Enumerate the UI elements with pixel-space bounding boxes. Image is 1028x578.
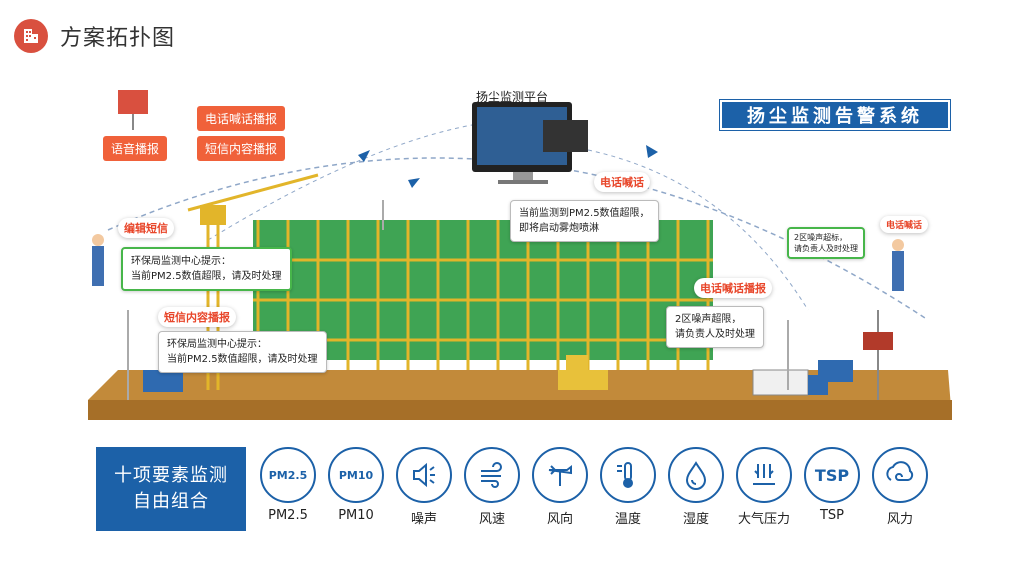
phone-call-broadcast-tag: 电话喊话播报 (694, 278, 772, 298)
bottom-title-line2: 自由组合 (133, 491, 209, 512)
sensor-label: 湿度 (682, 512, 709, 527)
phone-call-right-tag: 电话喊话 (880, 216, 929, 233)
pressure-icon (736, 447, 792, 503)
voice-broadcast-label: 语音播报 (103, 136, 168, 161)
sensor-label: 大气压力 (737, 512, 790, 527)
small-noise-line1: 2区噪声超标， (794, 233, 848, 242)
sensor-label: 风速 (478, 512, 505, 527)
center-message-line1: 当前监测到PM2.5数值超限， (519, 208, 650, 219)
construction-site-illustration (88, 90, 952, 420)
edit-sms-tag: 编辑短信 (118, 218, 174, 238)
sensor-icon-text: TSP (814, 465, 850, 485)
center-message-bubble: 当前监测到PM2.5数值超限， 即将启动雾炮喷淋 (510, 200, 659, 242)
small-noise-bubble: 2区噪声超标， 请负责人及时处理 (787, 227, 865, 259)
temperature-icon (600, 447, 656, 503)
sensor-humidity: 湿度 (666, 447, 726, 527)
epb-message-bubble: 环保局监测中心提示： 当前PM2.5数值超限，请及时处理 (121, 247, 292, 291)
page-title: 方案拓扑图 (60, 26, 176, 51)
building-icon (14, 19, 48, 53)
noise-message-bubble: 2区噪声超限， 请负责人及时处理 (666, 306, 764, 348)
humidity-icon (668, 447, 724, 503)
noise-icon (396, 447, 452, 503)
sensor-wind-direction: 风向 (530, 447, 590, 527)
phone-broadcast-label: 电话喊话播报 (197, 106, 286, 131)
noise-message-line2: 请负责人及时处理 (675, 329, 755, 340)
platform-label: 扬尘监测平台 (476, 90, 549, 104)
noise-message-line1: 2区噪声超限， (675, 314, 742, 325)
sms-broadcast-label: 短信内容播报 (197, 136, 286, 161)
phone-call-tag: 电话喊话 (594, 172, 650, 192)
wind-direction-icon (532, 447, 588, 503)
header: 方案拓扑图 (14, 18, 175, 54)
sensor-label: 风力 (886, 512, 913, 527)
sensor-icon-text: PM10 (338, 468, 374, 482)
sensor-tsp: TSP TSP (802, 447, 862, 523)
epb-message-line1: 环保局监测中心提示： (131, 256, 231, 267)
sms-content-broadcast-tag: 短信内容播报 (158, 307, 236, 327)
sensor-label: 噪声 (410, 512, 437, 527)
epb-message-line2: 当前PM2.5数值超限，请及时处理 (131, 271, 282, 282)
center-message-line2: 即将启动雾炮喷淋 (519, 223, 599, 234)
epb-message-bubble-2: 环保局监测中心提示： 当前PM2.5数值超限，请及时处理 (158, 331, 327, 373)
system-title: 扬尘监测告警系统 (720, 100, 950, 130)
sensor-wind-speed: 风速 (462, 447, 522, 527)
sensor-label: TSP (819, 508, 845, 523)
sensor-temperature: 温度 (598, 447, 658, 527)
pm10-icon: PM10 (328, 447, 384, 503)
wind-force-icon (872, 447, 928, 503)
small-noise-line2: 请负责人及时处理 (794, 244, 858, 253)
tsp-icon: TSP (804, 447, 860, 503)
sensor-label: 风向 (546, 512, 573, 527)
sensor-wind-force: 风力 (870, 447, 930, 527)
epb2-message-line2: 当前PM2.5数值超限，请及时处理 (167, 354, 318, 365)
pm25-icon: PM2.5 (260, 447, 316, 503)
sensor-label: PM10 (338, 508, 374, 523)
bottom-title-line1: 十项要素监测 (114, 465, 228, 486)
wind-speed-icon (464, 447, 520, 503)
sensor-label: 温度 (614, 512, 641, 527)
epb2-message-line1: 环保局监测中心提示： (167, 339, 267, 350)
sensor-icon-text: PM2.5 (268, 468, 308, 482)
bottom-title: 十项要素监测 自由组合 (96, 447, 246, 531)
sensor-pressure: 大气压力 (734, 447, 794, 527)
sensor-label: PM2.5 (268, 508, 308, 523)
sensor-noise: 噪声 (394, 447, 454, 527)
